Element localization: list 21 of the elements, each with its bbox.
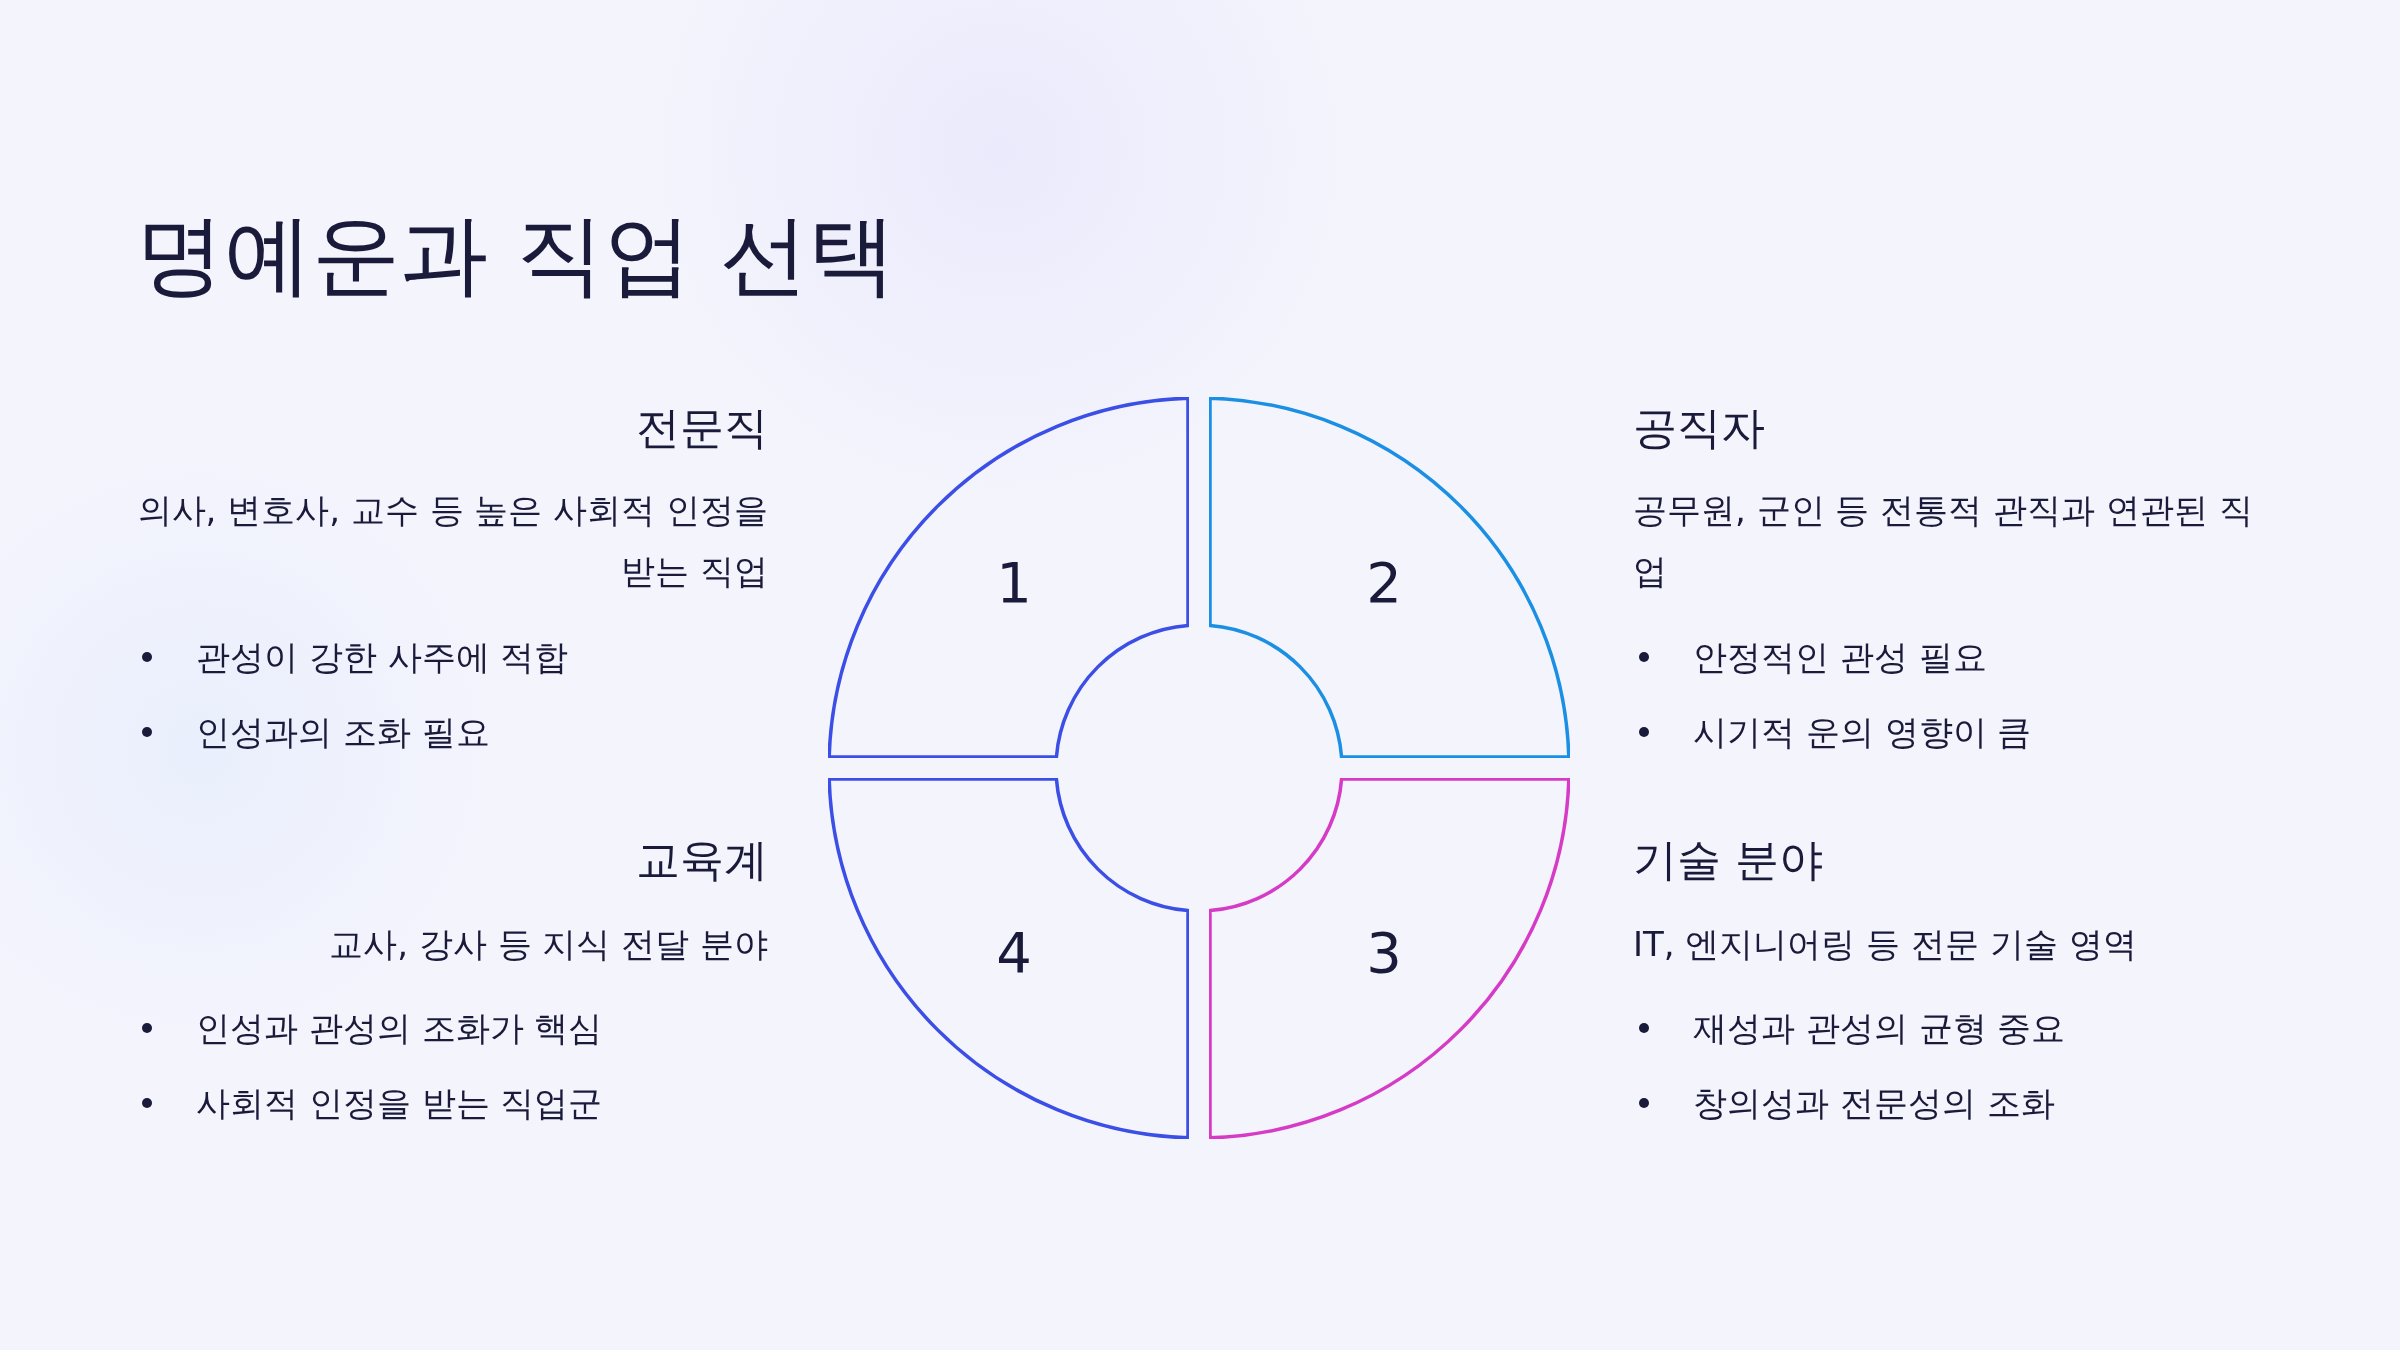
bullet-text: 재성과 관성의 균형 중요 <box>1693 1007 2066 1050</box>
quadrant-number: 3 <box>1365 919 1403 987</box>
description: IT, 엔지니어링 등 전문 기술 영역 <box>1633 923 2138 966</box>
section-heading: 교육계 <box>635 833 768 887</box>
bullet-text: 시기적 운의 영향이 큼 <box>1693 711 2032 754</box>
section-heading: 공직자 <box>1633 401 1766 455</box>
quadrant-number: 1 <box>995 549 1033 617</box>
section-heading: 전문직 <box>635 401 768 455</box>
bullet-text: 인성과 관성의 조화가 핵심 <box>196 1007 603 1050</box>
bullet-text: 안정적인 관성 필요 <box>1693 636 1987 679</box>
bullet-text: 관성이 강한 사주에 적합 <box>196 636 569 679</box>
bullet-text: 인성과의 조화 필요 <box>196 711 490 754</box>
bullet-text: 사회적 인정을 받는 직업군 <box>196 1082 603 1125</box>
description: 공무원, 군인 등 전통적 관직과 연관된 직업 <box>1633 489 2254 593</box>
description: 의사, 변호사, 교수 등 높은 사회적 인정을 받는 직업 <box>136 489 768 593</box>
quadrant-number: 2 <box>1365 549 1403 617</box>
description: 교사, 강사 등 지식 전달 분야 <box>328 923 768 966</box>
title: 명예운과 직업 선택 <box>136 202 896 308</box>
quadrant-number: 4 <box>995 919 1033 987</box>
bullet-text: 창의성과 전문성의 조화 <box>1693 1082 2055 1125</box>
section-heading: 기술 분야 <box>1633 833 1824 887</box>
